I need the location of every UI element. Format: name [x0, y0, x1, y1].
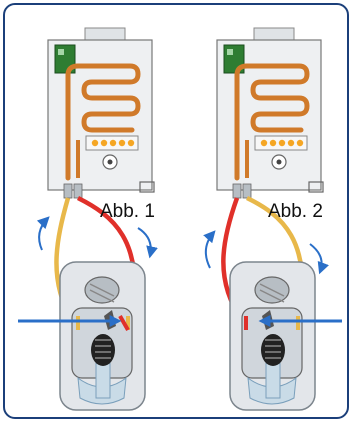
panel-1 — [18, 27, 158, 411]
connector-right-1 — [73, 183, 83, 199]
pump-unit-2 — [229, 261, 316, 411]
control-chip-1 — [58, 49, 64, 55]
connector-left-2 — [232, 183, 242, 199]
impeller-2 — [261, 334, 285, 366]
heat-exchanger-coil-1 — [65, 63, 141, 181]
flow-arrow-right-1 — [137, 227, 158, 259]
impeller-1 — [91, 334, 115, 366]
flames-1 — [91, 139, 135, 147]
heat-exchanger-coil-2 — [234, 63, 310, 181]
control-chip-2 — [227, 49, 233, 55]
panel-2 — [203, 27, 342, 411]
flow-arrow-left-1 — [36, 216, 50, 251]
boiler-unit-2 — [216, 27, 324, 199]
outlet-fitting-2 — [308, 181, 324, 193]
outlet-fitting-1 — [139, 181, 155, 193]
boiler-unit-1 — [47, 27, 155, 199]
panel-1-label: Abb. 1 — [100, 201, 155, 222]
flow-arrow-left-2 — [203, 230, 216, 269]
pump-unit-1 — [59, 261, 146, 411]
connector-left-1 — [63, 183, 73, 199]
flames-2 — [260, 139, 304, 147]
flow-arrow-right-2 — [309, 243, 329, 275]
connector-right-2 — [242, 183, 252, 199]
panel-2-label: Abb. 2 — [268, 201, 323, 222]
